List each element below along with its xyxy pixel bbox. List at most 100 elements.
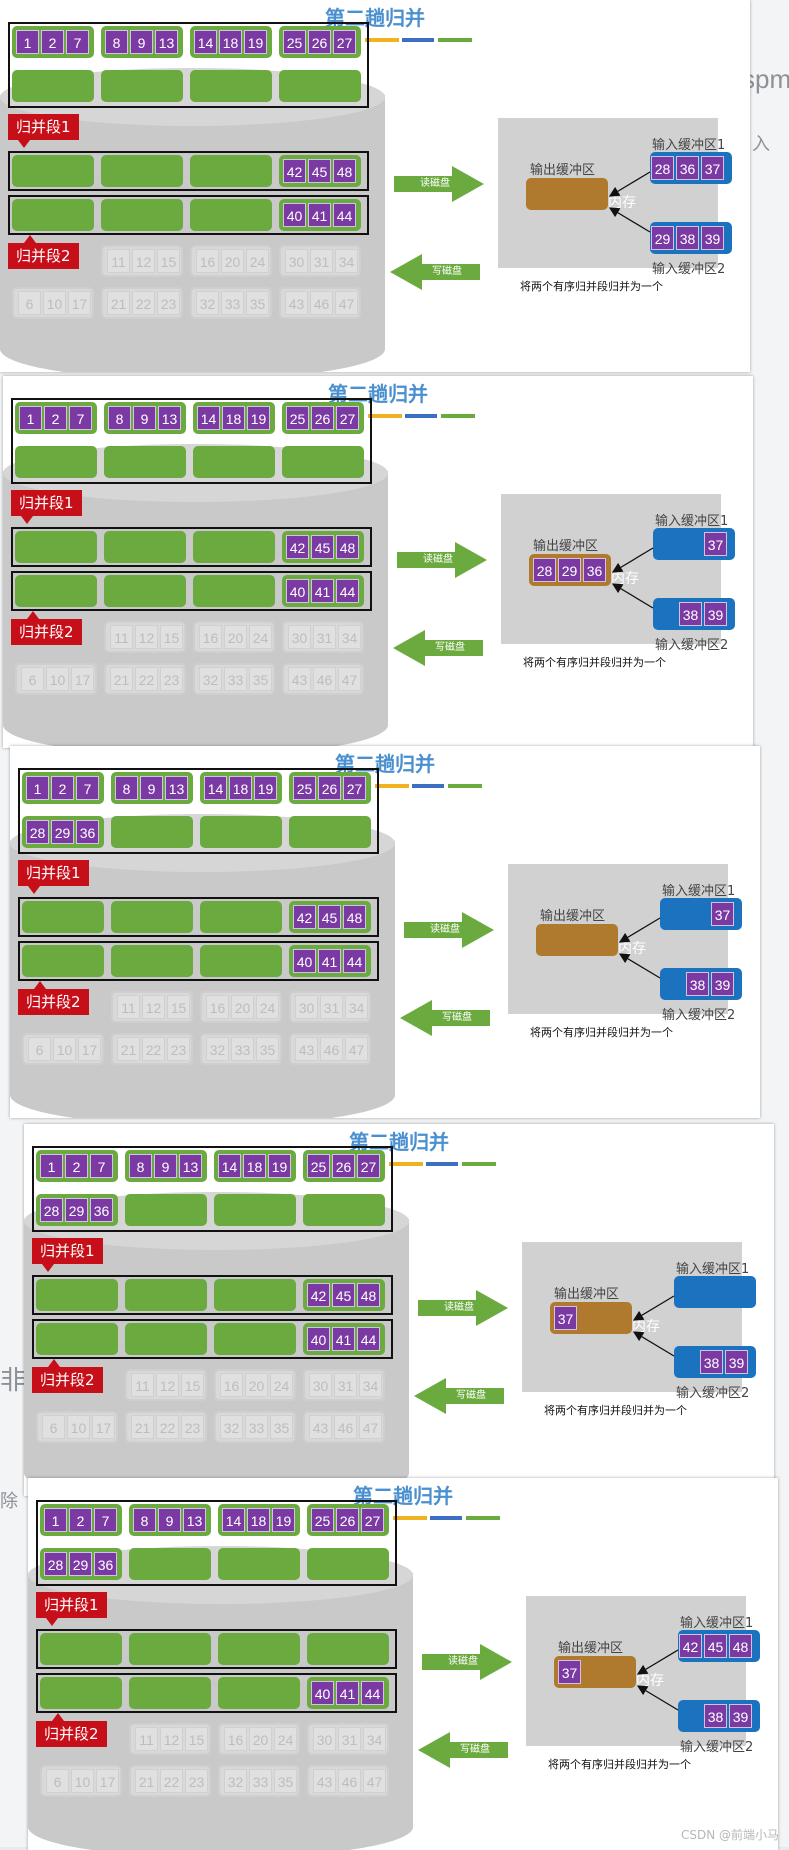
record-cell: 7	[76, 776, 99, 800]
record-cell: 22	[160, 1769, 183, 1793]
record-cell: 46	[310, 291, 333, 315]
record-cell: 24	[246, 249, 269, 273]
record-cell: 11	[107, 249, 130, 273]
record-cell: 28	[40, 1198, 63, 1222]
record-cell: 45	[318, 905, 341, 929]
write-disk-label: 写磁盘	[456, 1389, 486, 1403]
record-cell: 15	[157, 249, 180, 273]
record-cell: 19	[268, 1154, 291, 1178]
storage-block	[218, 1548, 300, 1580]
panel-caption: 将两个有序归并段归并为一个	[530, 1024, 673, 1040]
record-cell: 19	[272, 1508, 295, 1532]
storage-block: 127	[40, 1504, 122, 1536]
input-buffer-2: 293839	[650, 222, 732, 254]
record-cell: 14	[197, 406, 220, 430]
storage-block	[200, 816, 282, 848]
record-cell: 39	[704, 602, 727, 626]
storage-block	[289, 816, 371, 848]
record-cell: 21	[117, 1037, 140, 1061]
write-disk-arrow: 写磁盘	[390, 254, 480, 290]
record-cell: 25	[293, 776, 316, 800]
storage-block	[12, 199, 94, 231]
record-cell: 8	[105, 30, 128, 54]
record-cell: 14	[204, 776, 227, 800]
record-cell: 8	[133, 1508, 156, 1532]
record-cell: 32	[199, 667, 222, 691]
record-cell: 2	[51, 776, 74, 800]
record-cell: 45	[332, 1283, 355, 1307]
legend-line	[402, 38, 434, 42]
merge-step-panel: 第二趟归并1278913141819252627归并段1424548404144…	[3, 376, 753, 748]
storage-block	[12, 155, 94, 187]
storage-block: 434647	[307, 1765, 389, 1797]
storage-block: 212223	[111, 1033, 193, 1065]
storage-block: 212223	[104, 663, 186, 695]
record-cell: 24	[256, 995, 279, 1019]
tag-pointer	[48, 1359, 60, 1367]
storage-block	[303, 1194, 385, 1226]
panel-caption: 将两个有序归并段归并为一个	[548, 1756, 691, 1772]
record-cell: 20	[221, 249, 244, 273]
record-cell: 23	[181, 1415, 204, 1439]
input-buffer-1: 424548	[678, 1630, 760, 1662]
record-cell: 8	[108, 406, 131, 430]
record-cell: 25	[283, 30, 306, 54]
storage-block	[129, 1633, 211, 1665]
read-disk-label: 读磁盘	[423, 553, 453, 567]
storage-block: 282936	[40, 1548, 122, 1580]
watermark: CSDN @前端小马	[681, 1826, 779, 1843]
tag-pointer	[42, 1264, 54, 1272]
record-cell: 22	[135, 667, 158, 691]
storage-block	[22, 945, 104, 977]
panel-caption: 将两个有序归并段归并为一个	[523, 654, 666, 670]
merge-step-panel: 第二趟归并1278913141819252627282936归并段1424548…	[10, 746, 760, 1118]
record-cell: 17	[92, 1415, 115, 1439]
record-cell: 10	[46, 667, 69, 691]
storage-block: 61017	[40, 1765, 122, 1797]
merge-segment-2-tag: 归并段2	[18, 989, 89, 1015]
storage-block: 303134	[289, 991, 371, 1023]
record-cell: 30	[285, 249, 308, 273]
record-cell: 46	[334, 1415, 357, 1439]
record-cell: 33	[221, 291, 244, 315]
storage-block: 127	[15, 402, 97, 434]
record-cell: 47	[363, 1769, 386, 1793]
record-cell: 16	[199, 625, 222, 649]
storage-block	[36, 1279, 118, 1311]
record-cell: 44	[357, 1327, 380, 1351]
record-cell: 1	[44, 1508, 67, 1532]
record-cell: 41	[318, 949, 341, 973]
storage-block	[101, 199, 183, 231]
record-cell: 36	[90, 1198, 113, 1222]
legend-line	[405, 414, 437, 418]
legend-line	[412, 784, 444, 788]
output-buffer-label: 输出缓冲区	[533, 535, 598, 554]
storage-block: 303134	[307, 1723, 389, 1755]
record-cell: 48	[333, 159, 356, 183]
storage-block	[15, 531, 97, 563]
record-cell: 37	[704, 532, 727, 556]
record-cell: 15	[185, 1727, 208, 1751]
read-disk-arrow: 读磁盘	[418, 1290, 508, 1326]
storage-block: 424548	[289, 901, 371, 933]
storage-block: 127	[22, 772, 104, 804]
record-cell: 44	[343, 949, 366, 973]
record-cell: 18	[219, 30, 242, 54]
write-disk-label: 写磁盘	[432, 265, 462, 279]
record-cell: 41	[336, 1681, 359, 1705]
legend-line	[430, 1516, 462, 1520]
storage-block: 323335	[193, 663, 275, 695]
record-cell: 29	[65, 1198, 88, 1222]
memory-label: 内存	[618, 938, 646, 958]
record-cell: 35	[246, 291, 269, 315]
record-cell: 27	[343, 776, 366, 800]
record-cell: 41	[332, 1327, 355, 1351]
record-cell: 7	[66, 30, 89, 54]
input-buffer-1-label: 输入缓冲区1	[652, 134, 725, 153]
record-cell: 15	[181, 1373, 204, 1397]
record-cell: 38	[686, 972, 709, 996]
